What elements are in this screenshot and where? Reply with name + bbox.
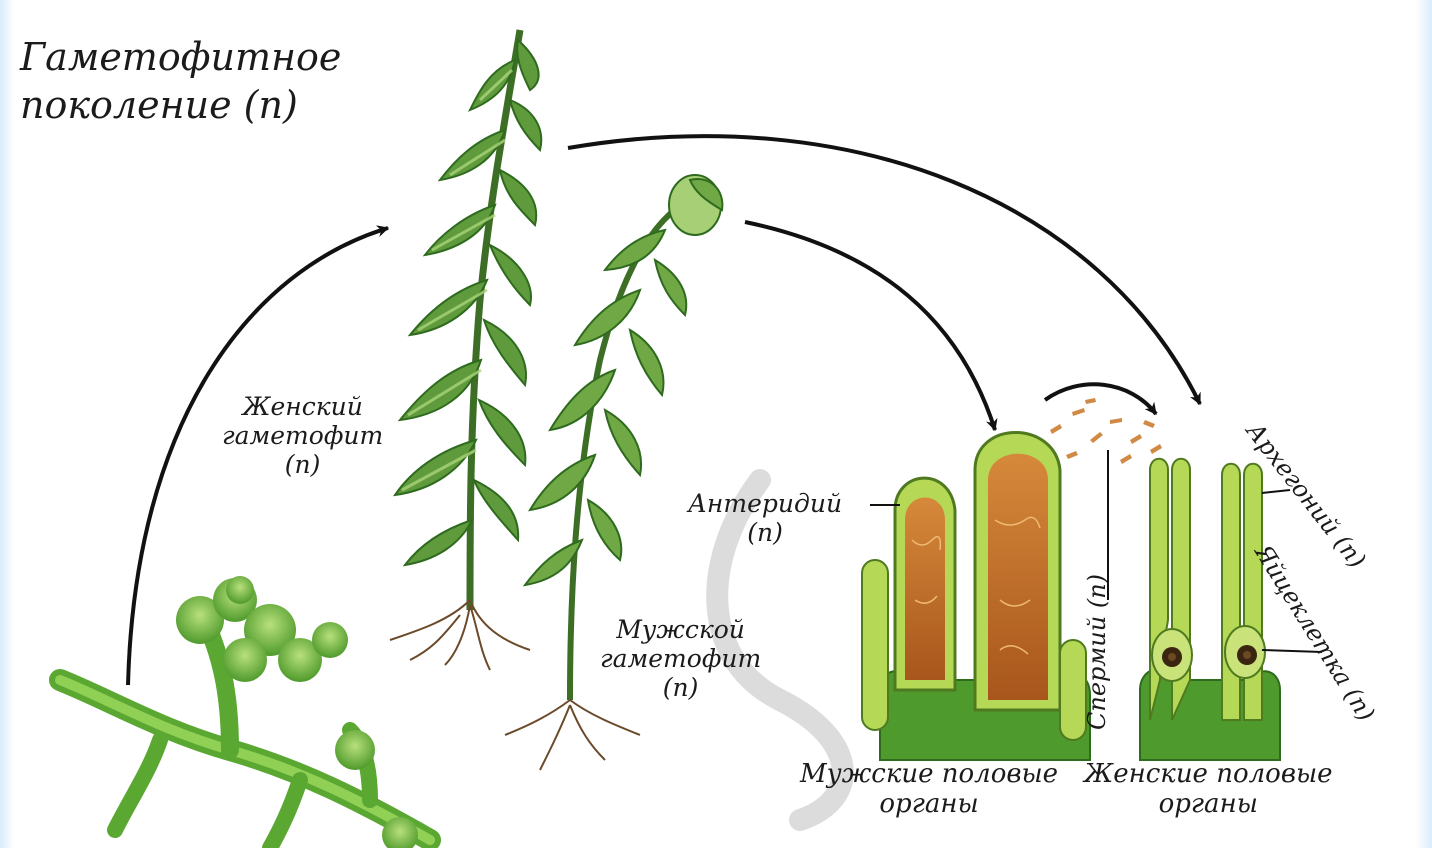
diagram-title: Гаметофитное поколение (n) bbox=[20, 34, 341, 129]
female-gametophyte-line-1: Женский bbox=[222, 393, 383, 422]
male-gametophyte-label: Мужской гаметофит (n) bbox=[600, 616, 761, 702]
antheridium-line-2: (n) bbox=[688, 519, 842, 548]
protonema bbox=[60, 576, 430, 848]
male-gametophyte-line-2: гаметофит bbox=[600, 645, 761, 674]
female-organs-line-2: органы bbox=[1084, 790, 1333, 820]
female-gametophyte-label: Женский гаметофит (n) bbox=[222, 393, 383, 479]
male-gametophyte-line-3: (n) bbox=[600, 674, 761, 703]
sperm-label: Спермий (n) bbox=[1084, 574, 1112, 730]
female-gametophyte-plant bbox=[390, 30, 541, 670]
male-rhizoids bbox=[505, 700, 640, 770]
female-organs-label: Женские половые органы bbox=[1084, 760, 1333, 820]
male-gametophyte-line-1: Мужской bbox=[600, 616, 761, 645]
arrow-sperm-transfer bbox=[1045, 384, 1156, 414]
title-line-1: Гаметофитное bbox=[20, 34, 341, 82]
male-organs-illustration bbox=[862, 433, 1090, 761]
male-organs-line-2: органы bbox=[800, 790, 1058, 820]
arrow-to-male-organs bbox=[745, 222, 995, 430]
male-organs-label: Мужские половые органы bbox=[800, 760, 1058, 820]
female-organs-line-1: Женские половые bbox=[1084, 760, 1333, 790]
antheridium-line-1: Антеридий bbox=[688, 490, 842, 519]
male-organs-line-1: Мужские половые bbox=[800, 760, 1058, 790]
title-line-2: поколение (n) bbox=[20, 82, 341, 130]
antheridium-label: Антеридий (n) bbox=[688, 490, 842, 548]
female-gametophyte-line-2: гаметофит bbox=[222, 422, 383, 451]
female-gametophyte-line-3: (n) bbox=[222, 451, 383, 480]
female-organs-illustration bbox=[1140, 459, 1280, 760]
sperm-cloud bbox=[1050, 398, 1162, 464]
female-rhizoids bbox=[390, 600, 530, 670]
